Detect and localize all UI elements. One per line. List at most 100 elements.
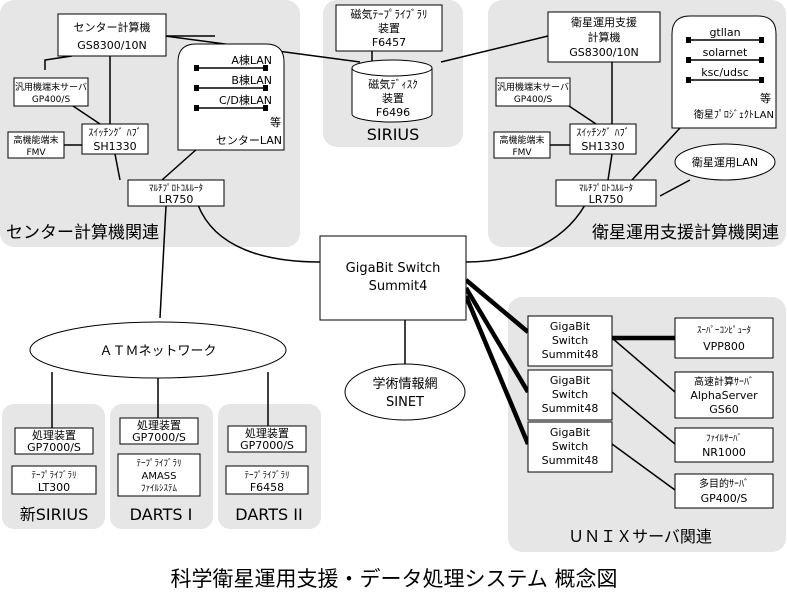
site-2-processor-model: GP7000/S <box>240 439 294 452</box>
server-0-box <box>674 317 774 359</box>
center-lan-eq: 等 <box>270 115 281 129</box>
support-terminal-server-label: 汎用機端末サーバ <box>497 81 569 93</box>
site-2-library-box <box>225 465 309 495</box>
support-computer-box <box>547 11 661 63</box>
server-0-model: VPP800 <box>703 340 745 353</box>
site-1-library-box <box>117 453 201 497</box>
center-lan-item-0: A棟LAN <box>231 53 272 67</box>
support-lan-eq: 等 <box>760 91 771 105</box>
support-hub-label: ｽｲｯﾁﾝｸﾞ ﾊﾌﾞ <box>576 127 629 139</box>
site-0-library-model: LT300 <box>38 481 70 494</box>
sirius-disk-model: F6496 <box>376 106 410 119</box>
gigabit-switch-label: GigaBit Switch <box>346 261 441 276</box>
support-lan-name: 衛星ﾌﾟﾛｼﾞｪｸﾄLAN <box>694 108 774 121</box>
site-1-processor-model: GP7000/S <box>132 431 186 444</box>
support-hub-box <box>569 123 637 155</box>
site-0-processor-box <box>14 427 94 455</box>
connections <box>44 35 691 491</box>
center-region-label: センター計算機関連 <box>6 223 159 243</box>
support-hub-model: SH1330 <box>581 140 624 153</box>
center-fmv-box <box>7 131 65 159</box>
site-2-name: DARTS II <box>235 505 302 524</box>
sirius-tape-label: 磁気ﾃｰﾌﾟﾗｲﾌﾞﾗﾘ <box>351 7 428 21</box>
summit48-1-box <box>527 369 613 421</box>
center-computer-label: センター計算機 <box>74 20 151 34</box>
center-terminal-server-box <box>13 77 89 107</box>
site-0-name: 新SIRIUS <box>20 505 89 524</box>
site-2-library-model: F6458 <box>250 481 284 494</box>
site-1-name: DARTS I <box>130 505 193 524</box>
site-1-processor-box <box>119 417 199 445</box>
support-region-label: 衛星運用支援計算機関連 <box>592 223 779 243</box>
support-ops-lan-ellipse <box>674 143 776 181</box>
summit48-0-box <box>527 315 613 367</box>
support-computer-label-2: 計算機 <box>588 30 621 44</box>
sirius-disk-cylinder <box>351 59 433 123</box>
support-ops-lan-label: 衛星運用LAN <box>692 156 758 169</box>
gigabit-switch-model: Summit4 <box>369 279 428 294</box>
server-1-box <box>674 371 774 419</box>
center-lan-item-1: B棟LAN <box>231 73 272 87</box>
unix-region-label: ＵＮＩＸサーバ関連 <box>568 527 712 546</box>
summit48-2-box <box>527 421 613 473</box>
server-1-model: AlphaServer <box>690 389 758 402</box>
sirius-disk-label: 磁気ﾃﾞｨｽｸ <box>368 77 418 91</box>
center-terminal-server-model: GP400/S <box>32 95 71 105</box>
summit48-1-label-2: Switch <box>552 388 588 401</box>
sinet-ellipse <box>344 363 466 421</box>
support-fmv-label: 高機能端末 <box>499 134 544 146</box>
sinet-label: 学術情報網 <box>372 376 437 392</box>
support-lan-box <box>671 15 777 129</box>
support-lan-item-0: gtllan <box>709 26 740 39</box>
center-hub-label: ｽｲｯﾁﾝｸﾞ ﾊﾌﾞ <box>88 127 141 139</box>
summit48-2-model: Summit48 <box>542 454 599 467</box>
support-fmv-box <box>493 131 551 159</box>
site-2-processor-label: 処理装置 <box>245 427 289 440</box>
center-router-model: LR750 <box>159 193 194 206</box>
atm-network-ellipse <box>29 321 287 379</box>
sirius-region-label: SIRIUS <box>367 125 420 144</box>
diagram-title: 科学衛星運用支援・データ処理システム 概念図 <box>170 567 617 591</box>
site-0-library-box <box>11 465 97 495</box>
support-lan-bars <box>686 37 764 83</box>
center-lan-name: センターLAN <box>216 134 282 147</box>
center-computer-box <box>57 13 167 57</box>
center-terminal-server-label: 汎用機端末サーバ <box>15 81 87 93</box>
center-lan-item-2: C/D棟LAN <box>219 93 272 107</box>
support-router-box <box>555 179 657 207</box>
center-lan-bars <box>194 65 268 111</box>
center-lan-box <box>177 43 285 151</box>
sirius-disk-label-2: 装置 <box>382 92 404 105</box>
summit48-0-label: GigaBit <box>550 320 591 333</box>
site-0-library-label: ﾃｰﾌﾟﾗｲﾌﾞﾗﾘ <box>31 470 76 481</box>
site-1-library-label: ﾃｰﾌﾟﾗｲﾌﾞﾗﾘ <box>136 458 181 469</box>
server-2-model: NR1000 <box>702 446 746 459</box>
center-fmv-label: 高機能端末 <box>13 134 58 146</box>
site-0-processor-label: 処理装置 <box>32 429 76 442</box>
support-computer-model: GS8300/10N <box>569 46 638 59</box>
center-hub-box <box>81 123 149 155</box>
server-2-box <box>674 427 774 463</box>
sirius-tape-label-2: 装置 <box>378 22 400 35</box>
site-1-library-sub: ﾌｧｲﾙｼｽﾃﾑ <box>141 483 178 494</box>
server-1-model-2: GS60 <box>709 403 739 416</box>
summit48-0-label-2: Switch <box>552 334 588 347</box>
support-router-label: ﾏﾙﾁﾌﾟﾛﾄｺﾙﾙｰﾀ <box>579 183 633 194</box>
support-lan-item-2: ksc/udsc <box>701 66 749 79</box>
summit48-0-model: Summit48 <box>542 348 599 361</box>
summit48-2-label: GigaBit <box>550 426 591 439</box>
sirius-tape-model: F6457 <box>372 36 406 49</box>
atm-network-label: ＡＴＭネットワーク <box>99 344 216 359</box>
support-terminal-server-box <box>495 77 571 107</box>
server-1-label: 高速計算ｻｰﾊﾞ <box>694 375 754 388</box>
support-computer-label: 衛星運用支援 <box>571 15 637 29</box>
server-2-label: ﾌｧｲﾙｻｰﾊﾞ <box>706 433 742 444</box>
site-0-processor-model: GP7000/S <box>27 441 81 454</box>
summit48-2-label-2: Switch <box>552 440 588 453</box>
server-3-box <box>674 473 774 509</box>
sirius-tape-box <box>335 4 443 52</box>
sinet-name: SINET <box>386 395 424 410</box>
site-2-library-label: ﾃｰﾌﾟﾗｲﾌﾞﾗﾘ <box>244 470 289 481</box>
center-computer-model: GS8300/10N <box>77 39 146 52</box>
